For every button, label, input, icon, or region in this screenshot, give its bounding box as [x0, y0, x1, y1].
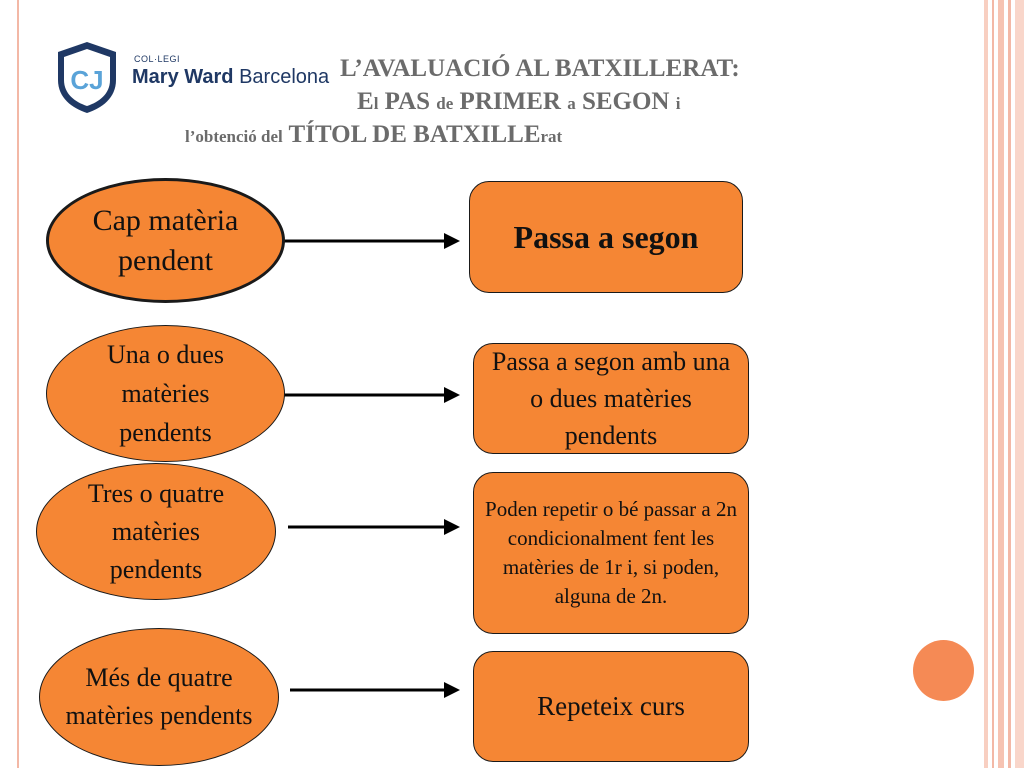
condition-ellipse-2: Una o dues matèries pendents	[46, 325, 285, 462]
title-part: E	[357, 88, 374, 115]
condition-label-4: Més de quatre matèries pendents	[65, 663, 253, 730]
condition-ellipse-1: Cap matèria pendent	[46, 178, 285, 303]
condition-ellipse-4: Més de quatre matèries pendents	[39, 628, 279, 766]
arrowhead-row-1	[444, 233, 460, 249]
logo-name-bold: Mary Ward	[132, 66, 234, 88]
title-part: l	[373, 94, 379, 113]
slide-title-line-1: L’AVALUACIÓ AL BATXILLERAT:	[340, 55, 740, 82]
condition-label-1: Cap matèria pendent	[92, 203, 239, 277]
title-part: SEGON	[575, 88, 676, 115]
right-border-stripe	[1008, 0, 1011, 768]
result-box-1: Passa a segon	[469, 181, 743, 293]
result-label-2: Passa a segon amb una o dues matèries pe…	[491, 347, 731, 450]
title-part: de	[436, 94, 454, 113]
school-logo: CJ COL·LEGI Mary Ward Barcelona	[52, 40, 329, 115]
right-border-stripe	[998, 0, 1004, 768]
arrowhead-row-2	[444, 387, 460, 403]
title-part: PRIMER	[453, 88, 568, 115]
result-box-3: Poden repetir o bé passar a 2n condicion…	[473, 472, 749, 634]
title-part: l’obtenció del	[185, 127, 283, 146]
logo-initials: CJ	[70, 65, 103, 95]
result-box-2: Passa a segon amb una o dues matèries pe…	[473, 343, 749, 454]
left-border-line	[17, 0, 19, 768]
title-part: rat	[540, 127, 563, 146]
title-part: a	[567, 94, 576, 113]
result-box-4: Repeteix curs	[473, 651, 749, 762]
title-part: i	[675, 94, 681, 113]
slide-title-line-3: l’obtenció del TÍTOL DE BATXILLErat	[185, 121, 562, 149]
arrowhead-row-4	[444, 682, 460, 698]
condition-label-3: Tres o quatre matèries pendents	[87, 478, 225, 584]
right-border-stripe	[992, 0, 994, 768]
right-border-stripe	[1015, 0, 1024, 768]
condition-ellipse-3: Tres o quatre matèries pendents	[36, 463, 276, 600]
right-border-stripe	[984, 0, 988, 768]
condition-label-2: Una o dues matèries pendents	[107, 340, 224, 447]
result-label-3: Poden repetir o bé passar a 2n condicion…	[485, 497, 737, 608]
slide-title-line-2: El PAS de PRIMER a SEGON i	[357, 88, 680, 116]
result-label-1: Passa a segon	[513, 218, 699, 255]
logo-name-rest: Barcelona	[233, 66, 330, 88]
title-part: PAS	[378, 88, 437, 115]
decorative-circle	[913, 640, 974, 701]
result-label-4: Repeteix curs	[537, 691, 685, 721]
shield-icon: CJ	[58, 42, 116, 113]
arrowhead-row-3	[444, 519, 460, 535]
logo-school-name: Mary Ward Barcelona	[132, 66, 329, 89]
logo-small-label: COL·LEGI	[134, 54, 181, 64]
title-part: TÍTOL DE BATXILLE	[282, 121, 541, 148]
